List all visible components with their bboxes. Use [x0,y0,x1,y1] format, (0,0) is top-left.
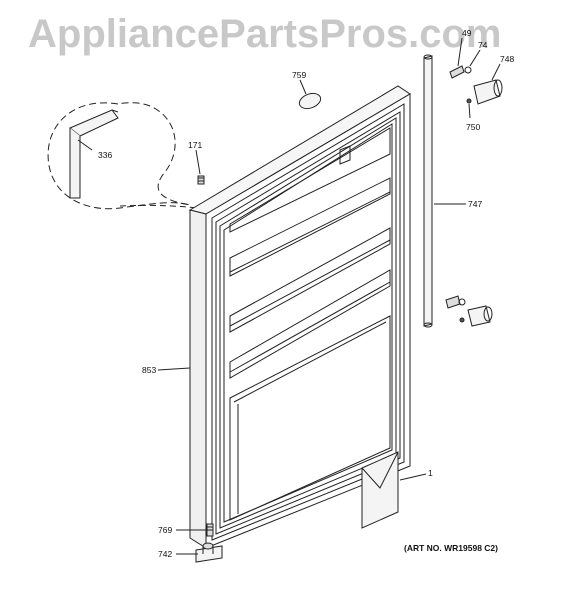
leader-853 [157,367,191,371]
leader-336 [77,139,93,151]
leader-759 [299,79,307,95]
callout-750: 750 [466,122,480,132]
callout-742: 742 [158,549,172,559]
callout-1: 1 [428,468,433,478]
leader-1 [399,473,427,481]
detail-circle-tail [119,204,199,209]
top-hinge-parts [449,65,503,105]
leader-749 [457,37,463,67]
instruction-sheet [361,451,399,529]
hinge-rod [423,54,433,328]
callout-49: 49 [462,28,472,38]
detail-circle [47,102,191,210]
callout-759: 759 [292,70,306,80]
callout-336: 336 [98,150,112,160]
callout-769: 769 [158,525,172,535]
screw-part [197,175,205,185]
watermark-text: AppliancePartsPros.com [28,12,502,56]
gasket-corner-part [69,109,119,199]
callout-748: 748 [500,54,514,64]
leader-171 [195,149,201,175]
label-oval [298,92,322,110]
callout-74: 74 [478,40,488,50]
door-panel [188,85,411,549]
leader-74 [469,49,481,67]
leader-750 [468,103,471,119]
callout-747: 747 [468,199,482,209]
callout-853: 853 [142,365,156,375]
hinge-pin [206,523,214,537]
art-number-label: (ART NO. WR19598 C2) [404,543,498,553]
callout-171: 171 [188,140,202,150]
leader-748 [491,63,501,81]
bottom-bracket [195,542,223,563]
bottom-hinge-parts [445,295,493,327]
